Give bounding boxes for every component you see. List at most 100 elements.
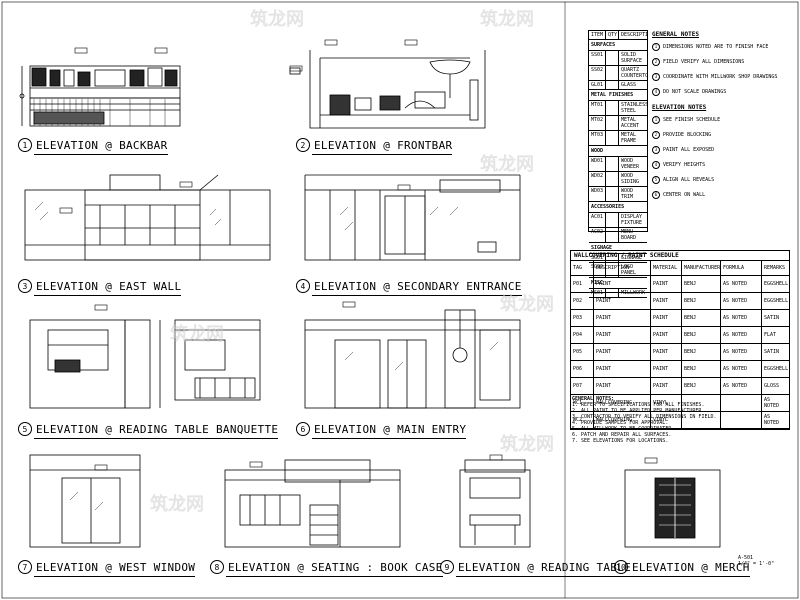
legend-header: ITEM QTY DESCRIPTION [589,31,647,40]
general-notes: GENERAL NOTES: 1. REFER TO SPECIFICATION… [572,396,786,444]
legend-group-title: SIGNAGE [589,243,647,254]
schedule-header: TAG DESCRIPTION MATERIAL MANUFACTURER FO… [571,261,789,276]
note-bullet-icon: 2 [652,131,660,139]
notes-title: GENERAL NOTES [652,31,699,38]
general-note-line: 2. ALL PAINT TO BE APPLIED PER MANUFACTU… [572,408,705,414]
note-bullet-icon: 1 [652,116,660,124]
caption-text: ELEVATION @ WEST WINDOW [36,560,196,574]
legend-group-title: WOOD [589,146,647,157]
caption-text: ELEVATION @ FRONTBAR [314,138,453,152]
general-notes-title: GENERAL NOTES: [572,396,615,402]
watermark: 筑龙网 [500,434,554,455]
elevation-secondary-entrance [304,174,521,261]
elevation-merch [624,469,721,548]
note-bullet-icon: 4 [652,161,660,169]
schedule-title: WALLCOVERING / PAINT SCHEDULE [571,251,789,261]
legend-group-title: MISC [589,278,647,289]
watermark: 筑龙网 [480,9,534,30]
elevation-backbar [19,65,181,127]
finish-tags [59,39,658,471]
sheet-scale: 1/4" = 1'-0" [738,561,775,567]
sheet-number: A-501 [738,555,754,561]
elevation-seating-bookcase [224,459,401,548]
note-bullet-icon: 4 [652,88,660,96]
caption-text: ELEVATION @ BACKBAR [36,138,168,152]
caption-text: ELEVATION @ SECONDARY ENTRANCE [314,279,522,293]
caption-text: ELEVATION @ SEATING : BOOK CASE [228,560,443,574]
watermark: 筑龙网 [500,294,554,315]
general-notes-body: 1. REFER TO SPECIFICATIONS FOR ALL FINIS… [572,402,786,444]
elevation-frontbar [289,50,486,129]
general-note-line: 4. PROVIDE SAMPLES FOR APPROVAL. [572,420,669,426]
wallcovering-schedule: WALLCOVERING / PAINT SCHEDULE TAG DESCRI… [570,250,790,430]
note-bullet-icon: 5 [652,176,660,184]
legend-group-title: ACCESSORIES [589,202,647,213]
watermark: 筑龙网 [150,494,204,515]
caption-text: ELEVATION @ READING TABLE [458,560,632,574]
watermark: 筑龙网 [250,9,304,30]
general-note-line: 5. ALL MILLWORK TO BE COORDINATED. [572,426,675,432]
caption-text: ELEVATION @ EAST WALL [36,279,182,293]
note-bullet-icon: 3 [652,73,660,81]
general-note-line: 3. CONTRACTOR TO VERIFY ALL DIMENSIONS I… [572,414,717,420]
legend-group-title: SURFACES [589,40,647,51]
note-bullet-icon: 3 [652,146,660,154]
elevation-reading-table [459,459,531,548]
elevation-west-window [29,454,141,548]
watermark: 筑龙网 [170,324,224,345]
general-note-line: 6. PATCH AND REPAIR ALL SURFACES. [572,432,672,438]
watermark: 筑龙网 [480,154,534,175]
elevation-reading-table-banquette [29,319,261,409]
elevation-main-entry [304,309,521,409]
note-bullet-icon: 2 [652,58,660,66]
caption-text: ELEVATION @ READING TABLE BANQUETTE [36,422,279,436]
note-bullet-icon: 6 [652,191,660,199]
title-block: A-501 1/4" = 1'-0" [738,555,774,567]
